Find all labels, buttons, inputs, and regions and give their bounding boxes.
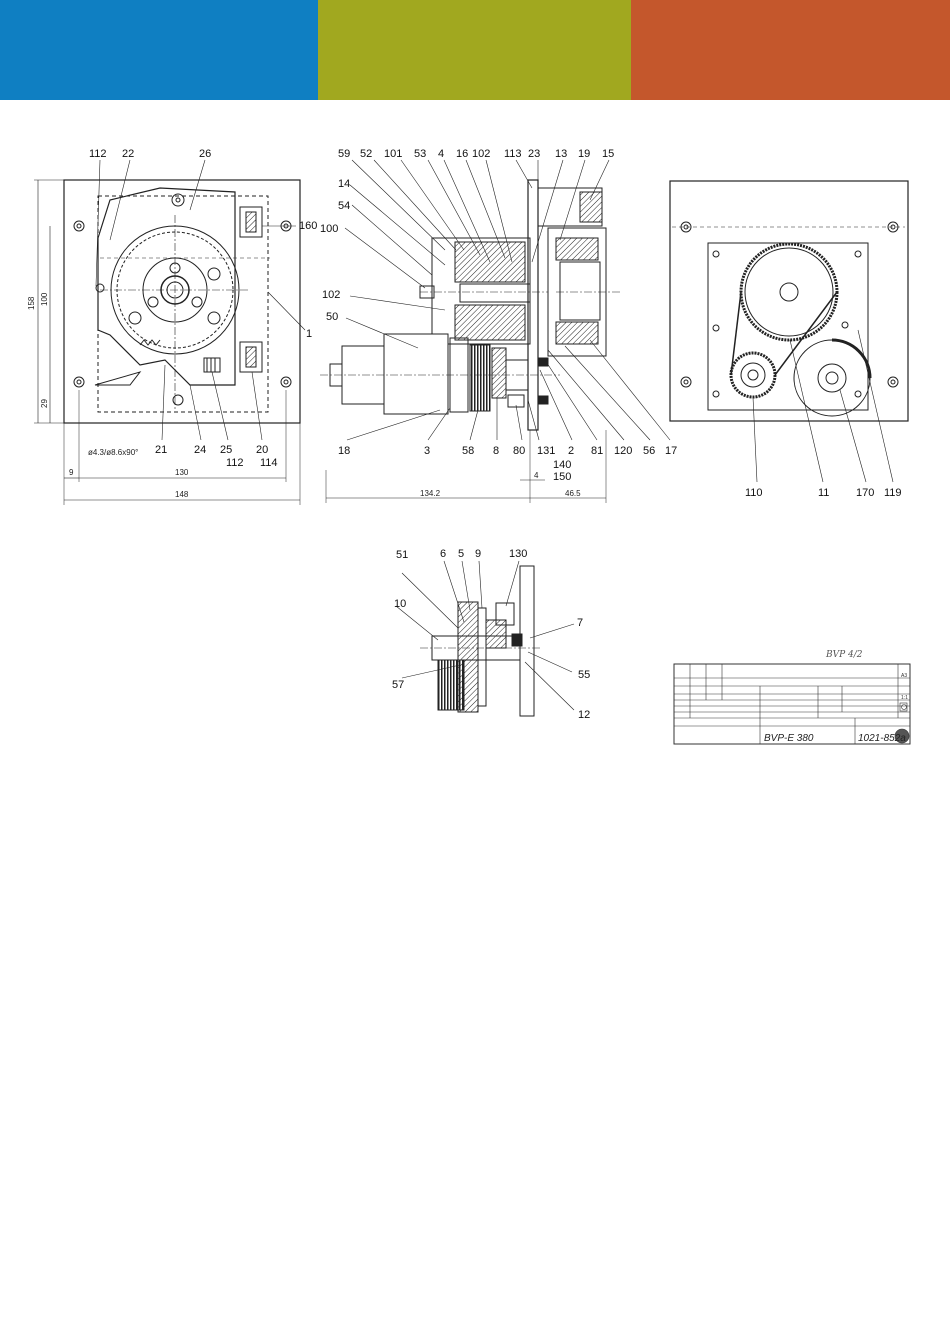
- label-1: 1: [306, 328, 312, 340]
- label-59: 59: [338, 148, 350, 160]
- label-102: 102: [472, 148, 490, 160]
- label-112: 112: [89, 148, 107, 160]
- hole-note: ø4.3/ø8.6x90°: [88, 448, 138, 457]
- label-18: 18: [338, 445, 350, 457]
- label-56: 56: [643, 445, 655, 457]
- label-160: 160: [299, 220, 317, 232]
- dim-148: 148: [175, 490, 189, 499]
- scale: 1:1: [901, 695, 908, 701]
- label-110: 110: [745, 487, 763, 499]
- label-15: 15: [602, 148, 614, 160]
- dim-158: 158: [27, 296, 36, 310]
- label-51: 51: [396, 549, 408, 561]
- paper-size: A3: [901, 673, 907, 679]
- label-16: 16: [456, 148, 468, 160]
- label-58: 58: [462, 445, 474, 457]
- label-55: 55: [578, 669, 590, 681]
- drawing-number: 1021-852a: [858, 733, 906, 744]
- label-20: 20: [256, 444, 268, 456]
- label-9: 9: [475, 548, 481, 560]
- label-54: 54: [338, 200, 350, 212]
- label-100: 100: [320, 223, 338, 235]
- label-150: 150: [553, 471, 571, 483]
- label-130: 130: [509, 548, 527, 560]
- label-25: 25: [220, 444, 232, 456]
- label-53: 53: [414, 148, 426, 160]
- label-11: 11: [818, 487, 829, 499]
- rear-view-labels: 110 11 170 119: [745, 487, 902, 499]
- designation: BVP-E 380: [764, 733, 814, 744]
- label-6: 6: [440, 548, 446, 560]
- label-170: 170: [856, 487, 874, 499]
- label-140: 140: [553, 459, 571, 471]
- label-50: 50: [326, 311, 338, 323]
- dim-29: 29: [40, 399, 49, 408]
- label-131: 131: [537, 445, 555, 457]
- label-101: 101: [384, 148, 402, 160]
- dim-100: 100: [40, 292, 49, 306]
- label-4: 4: [438, 148, 444, 160]
- label-102b: 102: [322, 289, 340, 301]
- label-114: 114: [260, 457, 278, 469]
- rear-view: [670, 181, 908, 482]
- dim-9: 9: [69, 468, 74, 477]
- dim-46-5: 46.5: [565, 489, 581, 498]
- label-17: 17: [665, 445, 677, 457]
- label-24: 24: [194, 444, 206, 456]
- label-119: 119: [884, 487, 902, 499]
- label-80: 80: [513, 445, 525, 457]
- label-7: 7: [577, 617, 583, 629]
- detail-view: [396, 561, 574, 716]
- label-120: 120: [614, 445, 632, 457]
- label-3: 3: [424, 445, 430, 457]
- label-19: 19: [578, 148, 590, 160]
- label-5: 5: [458, 548, 464, 560]
- dim-134-2: 134.2: [420, 489, 441, 498]
- label-2: 2: [568, 445, 574, 457]
- dim-4: 4: [534, 471, 539, 480]
- label-57: 57: [392, 679, 404, 691]
- title-block: [674, 664, 910, 744]
- label-113: 113: [504, 148, 522, 160]
- label-8: 8: [493, 445, 499, 457]
- label-21: 21: [155, 444, 167, 456]
- label-112b: 112: [226, 457, 244, 469]
- label-22: 22: [122, 148, 134, 160]
- label-81: 81: [591, 445, 603, 457]
- label-12: 12: [578, 709, 590, 721]
- label-26: 26: [199, 148, 211, 160]
- label-10: 10: [394, 598, 406, 610]
- label-23: 23: [528, 148, 540, 160]
- dim-130: 130: [175, 468, 189, 477]
- label-14: 14: [338, 178, 350, 190]
- label-52: 52: [360, 148, 372, 160]
- label-13: 13: [555, 148, 567, 160]
- handwritten-note: BVP 4/2: [825, 650, 863, 660]
